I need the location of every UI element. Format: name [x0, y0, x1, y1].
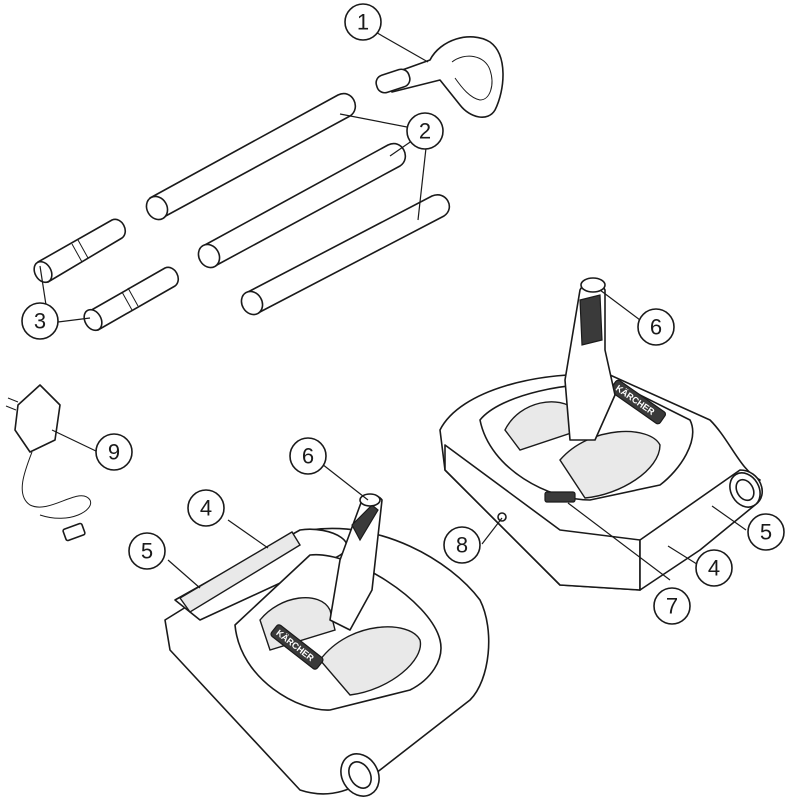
callout-5-right: 5	[748, 514, 784, 550]
callout-5-left-label: 5	[141, 539, 153, 564]
callout-9-label: 9	[108, 440, 120, 465]
power-adapter-part	[6, 385, 91, 541]
callout-7: 7	[654, 588, 690, 624]
callout-1: 1	[345, 4, 381, 40]
callout-5-right-label: 5	[760, 520, 772, 545]
callout-4-right-label: 4	[708, 556, 720, 581]
callout-5-left: 5	[129, 533, 165, 569]
callout-6-right-label: 6	[650, 315, 662, 340]
callout-6-left: 6	[290, 438, 326, 474]
callout-6-left-label: 6	[302, 444, 314, 469]
callout-7-label: 7	[666, 594, 678, 619]
callout-2: 2	[407, 113, 443, 149]
callout-9: 9	[96, 434, 132, 470]
right-charging-station: KÄRCHER	[440, 278, 766, 590]
callout-4-right: 4	[696, 550, 732, 586]
handle-part	[374, 37, 503, 117]
callout-4-left: 4	[188, 490, 224, 526]
callout-8-label: 8	[456, 533, 468, 558]
callout-3-label: 3	[34, 309, 46, 334]
callout-3: 3	[22, 303, 58, 339]
callout-2-label: 2	[419, 119, 431, 144]
callout-1-label: 1	[357, 10, 369, 35]
callout-6-right: 6	[638, 309, 674, 345]
callout-8: 8	[444, 527, 480, 563]
left-charging-station: KÄRCHER	[165, 494, 489, 803]
extension-tubes-part	[142, 94, 449, 319]
callout-4-left-label: 4	[200, 496, 212, 521]
